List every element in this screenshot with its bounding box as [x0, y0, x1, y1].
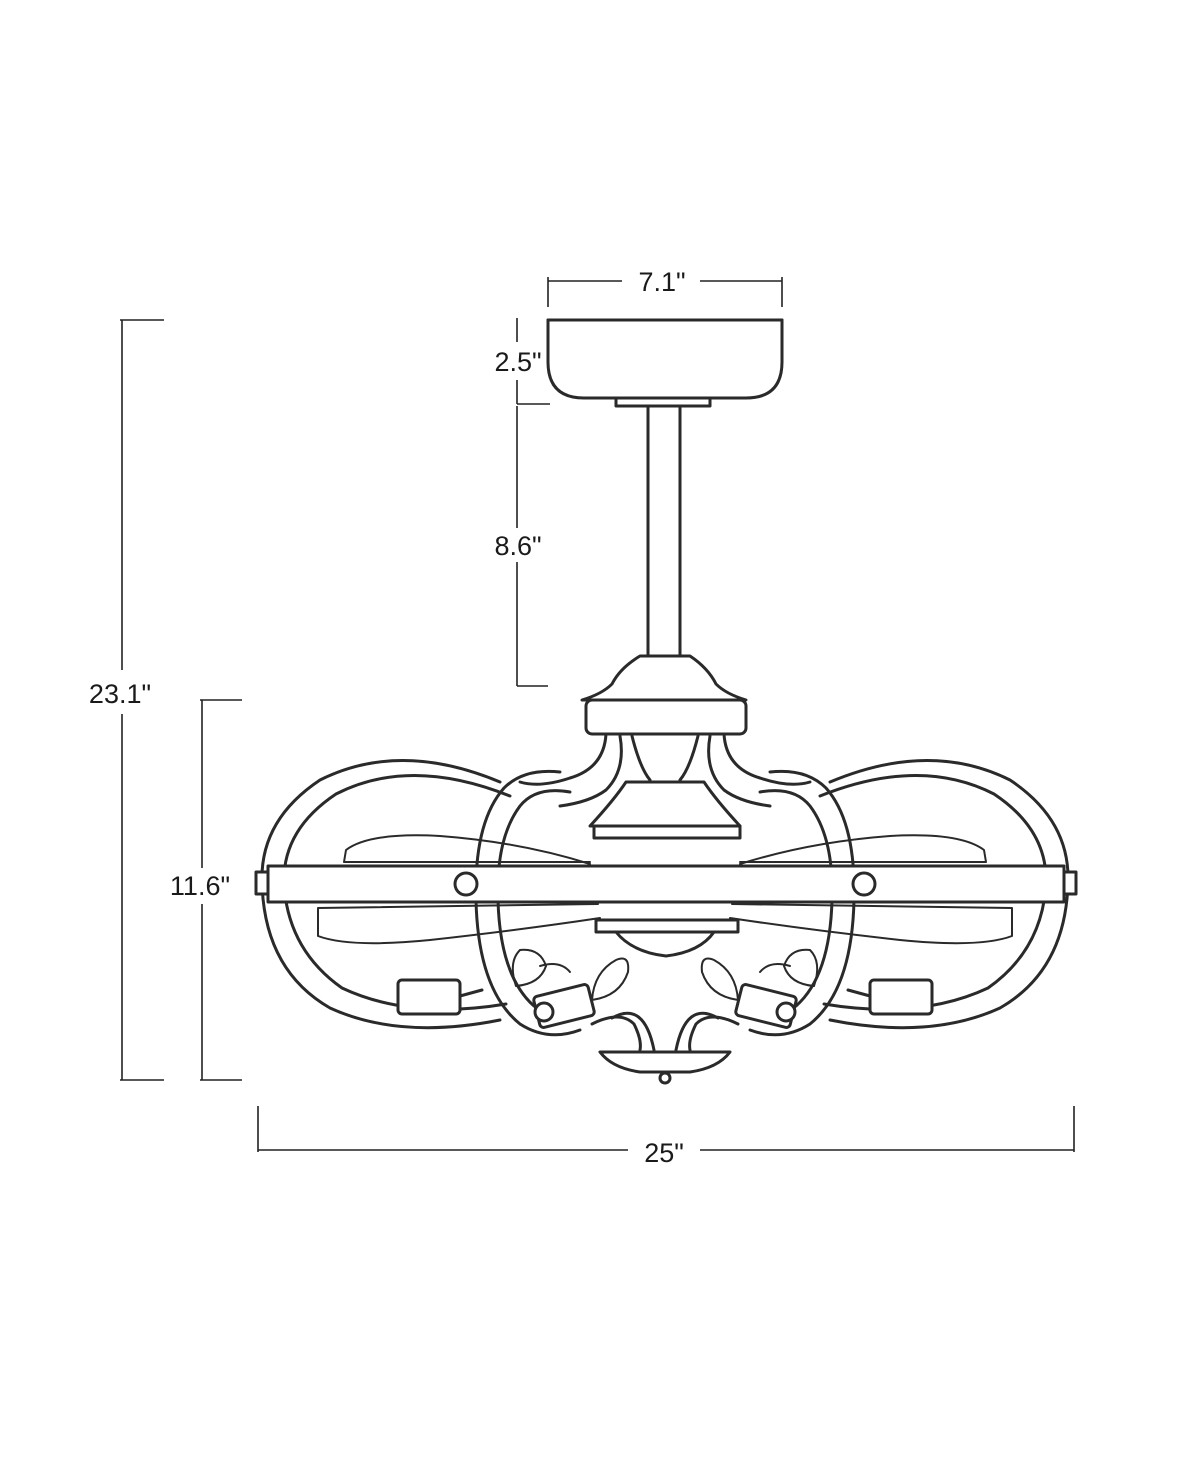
band-end-cap-left: [254, 870, 270, 896]
band-rivet-left: [453, 871, 479, 897]
canopy: [546, 318, 784, 400]
motor-top-cone: [580, 654, 748, 702]
leaf-left-2: [511, 948, 547, 987]
dimension-canopy-width: 7.1": [547, 267, 783, 307]
downrod-length-label: 8.6": [494, 531, 541, 561]
blade-right-upper: [739, 834, 987, 865]
cage-horizontal-band: [266, 864, 1066, 904]
band-rivet-right: [851, 871, 877, 897]
canopy-width-label: 7.1": [638, 267, 685, 297]
motor-plate: [592, 824, 742, 840]
lower-plate: [594, 918, 740, 934]
dimension-body-height: 11.6": [170, 699, 242, 1081]
body-height-label: 11.6": [170, 871, 230, 901]
bottom-finial: [658, 1071, 672, 1085]
overall-width-label: 25": [644, 1138, 684, 1168]
dimension-downrod-length: 8.6": [494, 406, 548, 687]
leaf-left-1: [591, 957, 630, 1001]
candle-socket-right-inner: [734, 983, 798, 1029]
motor-body: [588, 780, 742, 828]
dimension-overall-height: 23.1": [89, 319, 164, 1081]
candle-socket-left-inner: [532, 983, 596, 1029]
candle-socket-right-outer: [846, 978, 934, 1016]
downrod: [646, 404, 682, 658]
lower-hub: [614, 930, 716, 958]
blade-left-upper: [343, 834, 591, 865]
blade-left-lower: [317, 903, 601, 945]
leaf-right-2: [783, 948, 819, 987]
leaf-right-1: [700, 957, 739, 1001]
band-end-cap-right: [1062, 870, 1078, 896]
motor-band: [584, 698, 748, 736]
candle-socket-left-outer: [396, 978, 484, 1016]
canopy-height-label: 2.5": [494, 347, 541, 377]
dimension-overall-width: 25": [257, 1106, 1075, 1168]
blade-right-lower: [729, 903, 1013, 945]
dimension-canopy-height: 2.5": [494, 318, 550, 405]
overall-height-label: 23.1": [89, 679, 151, 709]
bottom-bowl: [598, 1050, 732, 1074]
fan-illustration: [254, 318, 1078, 1085]
